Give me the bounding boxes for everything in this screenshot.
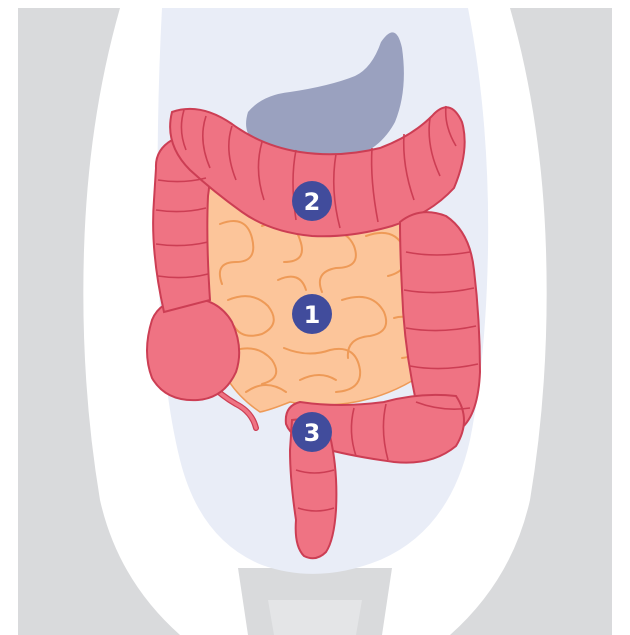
cecum	[147, 298, 239, 400]
marker-3: 3	[292, 412, 332, 452]
marker-2-label: 2	[304, 188, 321, 216]
marker-2: 2	[292, 181, 332, 221]
marker-1: 1	[292, 294, 332, 334]
marker-3-label: 3	[304, 419, 321, 447]
marker-1-label: 1	[304, 301, 321, 329]
